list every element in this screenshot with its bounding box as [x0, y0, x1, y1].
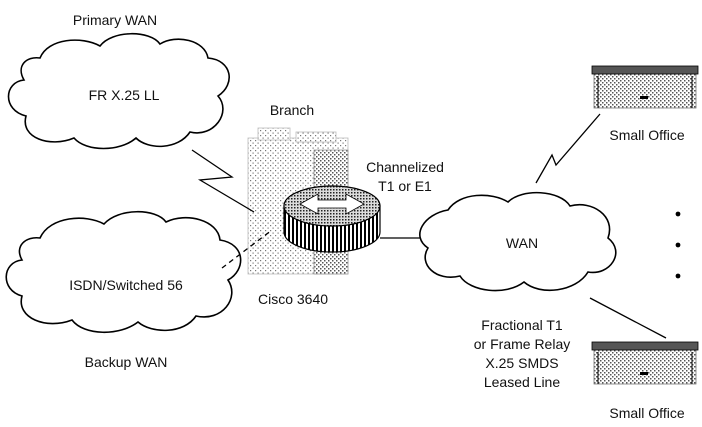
bottom-office-link [589, 297, 667, 339]
central-wan-cloud [419, 191, 617, 292]
fractional-label-2: or Frame Relay [474, 336, 570, 352]
fractional-label-4: Leased Line [484, 374, 561, 390]
primary-wan-cloud [7, 33, 230, 150]
router-icon [283, 185, 381, 253]
channelized-label-2: T1 or E1 [378, 178, 432, 194]
fractional-label-3: X.25 SMDS [485, 355, 558, 371]
more-offices-dot-3 [675, 273, 681, 279]
primary-wan-link [191, 149, 255, 213]
backup-wan-cloud [5, 211, 242, 333]
more-offices-dot-2 [675, 242, 681, 248]
more-offices-dot-1 [675, 211, 681, 217]
small-office-top-label: Small Office [609, 127, 684, 143]
backup-wan-link [221, 229, 273, 269]
small-office-bottom-icon [591, 341, 699, 385]
channelized-label-1: Channelized [366, 159, 444, 175]
primary-wan-cloud-label: FR X.25 LL [89, 87, 160, 103]
small-office-bottom-label: Small Office [609, 405, 684, 421]
backup-wan-cloud-label: ISDN/Switched 56 [69, 277, 183, 293]
backup-wan-label: Backup WAN [85, 354, 168, 370]
top-office-link [535, 113, 601, 184]
central-wan-label: WAN [506, 235, 538, 251]
router-label: Cisco 3640 [258, 291, 328, 307]
small-office-top-icon [591, 65, 699, 109]
fractional-label-1: Fractional T1 [481, 317, 563, 333]
branch-label: Branch [270, 102, 314, 118]
primary-wan-label: Primary WAN [73, 12, 157, 28]
